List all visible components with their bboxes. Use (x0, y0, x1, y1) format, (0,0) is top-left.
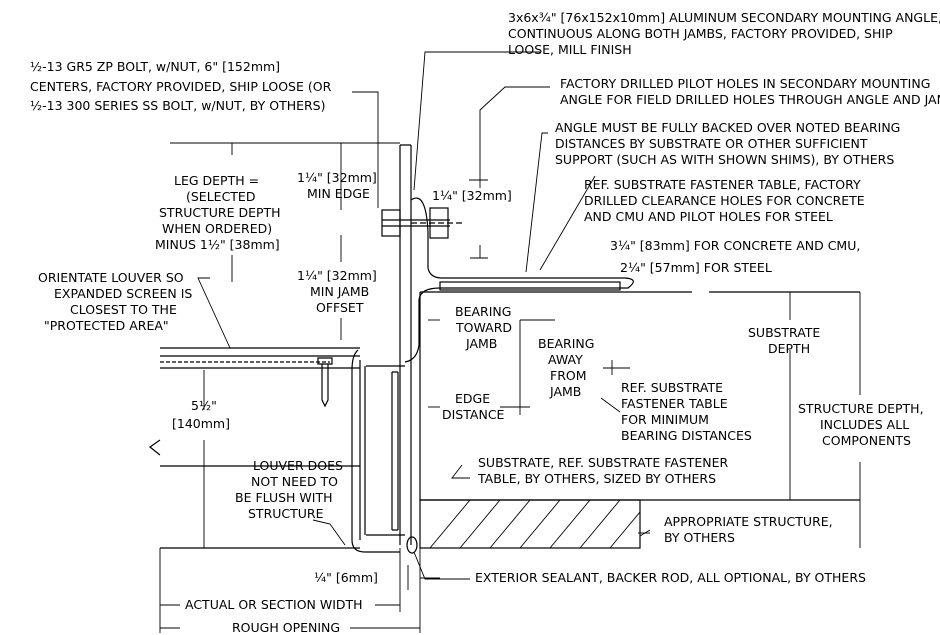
screw-icon (317, 357, 333, 408)
louver-frame (160, 347, 405, 553)
five-half-text: 5½" (191, 398, 217, 413)
flush-line-1: LOUVER DOES (253, 458, 343, 473)
structure-block (419, 499, 641, 549)
bearing-toward-line-2: TOWARD (455, 320, 512, 335)
orient-line-3: CLOSEST TO THE (70, 302, 177, 317)
edge-distance-line-1: EDGE (455, 391, 490, 406)
ref-min-line-1: REF. SUBSTRATE (621, 380, 723, 395)
appropriate-line-1: APPROPRIATE STRUCTURE, (664, 514, 833, 529)
actual-width-label: ACTUAL OR SECTION WIDTH (185, 597, 363, 612)
annotation-text: 3x6x¾" [76x152x10mm] ALUMINUM SECONDARY … (30, 10, 940, 635)
angle-note-line-2: CONTINUOUS ALONG BOTH JAMBS, FACTORY PRO… (508, 26, 893, 41)
shim-block (439, 281, 621, 291)
substrate-depth-line-2: DEPTH (768, 341, 810, 356)
min-jamb-line-3: OFFSET (316, 300, 364, 315)
backed-note-line-3: SUPPORT (SUCH AS WITH SHOWN SHIMS), BY O… (555, 152, 894, 167)
backed-note-line-1: ANGLE MUST BE FULLY BACKED OVER NOTED BE… (555, 120, 900, 135)
bearing-toward-line-3: JAMB (465, 336, 497, 351)
backer-rod-icon (406, 536, 418, 554)
leader-lines (197, 51, 651, 580)
five-half-mm-text: [140mm] (172, 416, 230, 431)
dimension-lines (159, 142, 861, 633)
bolt-note-line-3: ½-13 300 SERIES SS BOLT, w/NUT, BY OTHER… (30, 98, 326, 113)
bearing-away-line-3: FROM (550, 368, 587, 383)
jamb-member (399, 144, 412, 545)
leg-depth-line-2: (SELECTED (186, 189, 255, 204)
ref-min-line-2: FASTENER TABLE (621, 396, 728, 411)
structure-hatch (429, 499, 641, 549)
sealant-note: EXTERIOR SEALANT, BACKER ROD, ALL OPTION… (475, 570, 866, 585)
backed-note-line-2: DISTANCES BY SUBSTRATE OR OTHER SUFFICIE… (555, 136, 868, 151)
min-edge-line-2: MIN EDGE (307, 186, 370, 201)
bearing-away-line-4: JAMB (549, 384, 581, 399)
secondary-mounting-angle (404, 197, 634, 363)
structure-depth-line-2: INCLUDES ALL (820, 417, 909, 432)
flush-line-2: NOT NEED TO (251, 474, 338, 489)
bearing-toward-line-1: BEARING (455, 304, 511, 319)
bearing-away-line-2: AWAY (548, 352, 583, 367)
substrate-depth-line-1: SUBSTRATE (748, 325, 820, 340)
dim-32mm-text: 1¼" [32mm] (432, 188, 512, 203)
pilot-note-line-1: FACTORY DRILLED PILOT HOLES IN SECONDARY… (560, 76, 930, 91)
min-jamb-line-1: 1¼" [32mm] (297, 268, 377, 283)
substrate-note-line-1: SUBSTRATE, REF. SUBSTRATE FASTENER (478, 455, 729, 470)
substrate-note-line-2: TABLE, BY OTHERS, SIZED BY OTHERS (477, 471, 716, 486)
steel-dim-text: 2¼" [57mm] FOR STEEL (620, 260, 772, 275)
edge-distance-line-2: DISTANCE (442, 407, 505, 422)
concrete-dim-text: 3¼" [83mm] FOR CONCRETE AND CMU, (610, 238, 860, 253)
structure-depth-line-3: COMPONENTS (822, 433, 911, 448)
six-mm-text: ¼" [6mm] (314, 570, 378, 585)
drawing-linework (148, 51, 861, 633)
ref-min-line-4: BEARING DISTANCES (621, 428, 752, 443)
leg-depth-line-1: LEG DEPTH = (174, 173, 259, 188)
ref-min-line-3: FOR MINIMUM (621, 412, 709, 427)
orient-line-2: EXPANDED SCREEN IS (54, 286, 192, 301)
leg-depth-line-5: MINUS 1½" [38mm] (155, 237, 280, 252)
bolt-icon (381, 207, 462, 239)
bolt-note-line-2: CENTERS, FACTORY PROVIDED, SHIP LOOSE (O… (30, 79, 332, 94)
leg-depth-line-3: STRUCTURE DEPTH (159, 205, 281, 220)
appropriate-line-2: BY OTHERS (664, 530, 735, 545)
leg-depth-line-4: WHEN ORDERED) (162, 221, 272, 236)
ref-fastener-line-2: DRILLED CLEARANCE HOLES FOR CONCRETE (584, 193, 865, 208)
min-jamb-line-2: MIN JAMB (310, 284, 369, 299)
bolt-note-line-1: ½-13 GR5 ZP BOLT, w/NUT, 6" [152mm] (30, 59, 280, 74)
structure-depth-line-1: STRUCTURE DEPTH, (798, 401, 924, 416)
flush-line-3: BE FLUSH WITH (235, 490, 333, 505)
pilot-note-line-2: ANGLE FOR FIELD DRILLED HOLES THROUGH AN… (560, 92, 940, 107)
ref-fastener-line-1: REF. SUBSTRATE FASTENER TABLE, FACTORY (584, 177, 861, 192)
break-symbol (148, 439, 161, 456)
orient-line-1: ORIENTATE LOUVER SO (38, 270, 184, 285)
angle-note-line-1: 3x6x¾" [76x152x10mm] ALUMINUM SECONDARY … (508, 10, 940, 25)
bearing-away-line-1: BEARING (538, 336, 594, 351)
orient-line-4: "PROTECTED AREA" (44, 318, 169, 333)
flush-line-4: STRUCTURE (248, 506, 324, 521)
rough-opening-label: ROUGH OPENING (232, 620, 340, 635)
angle-note-line-3: LOOSE, MILL FINISH (508, 42, 632, 57)
ref-fastener-line-3: AND CMU AND PILOT HOLES FOR STEEL (584, 209, 833, 224)
min-edge-line-1: 1¼" [32mm] (297, 170, 377, 185)
